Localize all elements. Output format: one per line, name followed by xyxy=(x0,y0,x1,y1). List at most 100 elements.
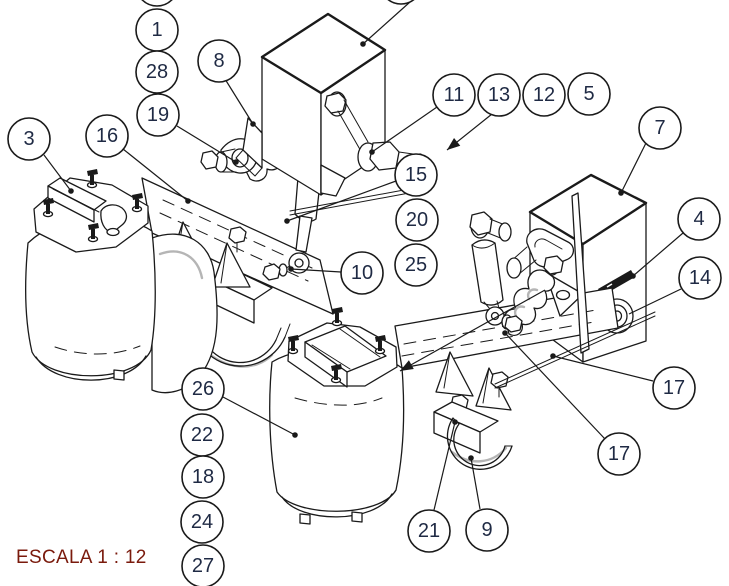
leader-line xyxy=(433,421,456,511)
leader-line xyxy=(552,355,654,382)
leader-line xyxy=(362,1,411,45)
balloon-circle xyxy=(597,432,641,476)
leader-dot xyxy=(468,455,474,461)
leader-dot xyxy=(502,330,508,336)
leader-dot xyxy=(369,149,375,155)
balloon-number: 26 xyxy=(192,378,214,400)
leader-line xyxy=(632,232,684,277)
callout-balloon-16: 16 xyxy=(85,114,129,158)
leader-line xyxy=(224,78,254,125)
leader-line xyxy=(470,457,481,510)
balloon-number: 16 xyxy=(96,125,118,147)
balloon-number: 14 xyxy=(689,267,711,289)
right-shock-absorber xyxy=(471,239,523,333)
leader-line xyxy=(620,142,647,194)
leader-dot xyxy=(618,190,624,196)
leader-line xyxy=(43,154,72,192)
leader-dot xyxy=(630,273,636,279)
balloon-circle xyxy=(677,197,721,241)
height-control-rod-right xyxy=(494,311,656,389)
balloon-circle xyxy=(407,509,451,553)
balloon-circle xyxy=(180,500,224,544)
balloon-circle xyxy=(638,106,682,150)
leader-lines xyxy=(43,1,684,511)
callout-balloon-14: 14 xyxy=(678,256,722,300)
balloon-number: 18 xyxy=(192,466,214,488)
leader-dot xyxy=(250,121,256,127)
left-air-spring xyxy=(25,169,218,394)
callout-balloon-3: 3 xyxy=(7,117,51,161)
balloon-number: 27 xyxy=(192,555,214,577)
balloon-number: 28 xyxy=(146,61,168,83)
leader-dot xyxy=(292,432,298,438)
leader-line xyxy=(504,332,606,440)
height-control-rod-left xyxy=(289,186,421,216)
balloon-circle xyxy=(432,73,476,117)
air-spring-mount-bolts xyxy=(42,169,143,243)
callout-balloon-24: 24 xyxy=(180,500,224,544)
balloon-number: 25 xyxy=(405,254,427,276)
balloon-circle xyxy=(477,73,521,117)
balloon-circle xyxy=(181,544,225,586)
balloon-number: 12 xyxy=(533,84,555,106)
air-spring-mount-bolts xyxy=(287,307,386,384)
leader-dot xyxy=(233,159,239,165)
leader-line xyxy=(122,148,189,202)
callout-balloon-18: 18 xyxy=(181,455,225,499)
callout-balloon-28: 28 xyxy=(135,50,179,94)
balloon-circle xyxy=(181,367,225,411)
balloon-circle xyxy=(197,39,241,83)
balloon-number: 13 xyxy=(488,84,510,106)
balloon-circle xyxy=(7,117,51,161)
balloon-circle xyxy=(567,72,611,116)
balloon-number: 20 xyxy=(406,209,428,231)
balloon-circle xyxy=(522,73,566,117)
balloon-number: 15 xyxy=(405,164,427,186)
leader-line xyxy=(222,396,296,436)
leader-line xyxy=(286,180,397,222)
balloon-circle xyxy=(395,198,439,242)
leader-arrowhead xyxy=(400,360,414,371)
leader-dot xyxy=(288,266,294,272)
callout-balloon-25: 25 xyxy=(394,243,438,287)
balloon-circle xyxy=(652,366,696,410)
scale-label: ESCALA 1 : 12 xyxy=(16,547,147,568)
leader-dot xyxy=(284,218,290,224)
balloon-number: 17 xyxy=(608,443,630,465)
balloon-number: 4 xyxy=(693,208,704,230)
balloon-circle xyxy=(136,93,180,137)
leader-line xyxy=(290,268,342,273)
hanger-front-strut xyxy=(571,192,590,354)
balloon-number: 8 xyxy=(213,50,224,72)
balloon-circle xyxy=(465,508,509,552)
callout-balloon-11: 11 xyxy=(432,73,476,117)
leader-dot xyxy=(185,198,191,204)
callout-balloon-27: 27 xyxy=(181,544,225,586)
callout-balloon-17: 17 xyxy=(597,432,641,476)
balloon-number: 24 xyxy=(191,511,213,533)
callout-balloon-19: 19 xyxy=(136,93,180,137)
balloon-number: 1 xyxy=(151,19,162,41)
balloon-number: 5 xyxy=(583,83,594,105)
leader-line xyxy=(371,106,438,153)
callout-balloon-26: 26 xyxy=(181,367,225,411)
balloon-number: 11 xyxy=(444,84,465,106)
leader-arrowhead xyxy=(447,137,461,150)
balloon-circle xyxy=(678,256,722,300)
callout-balloon-21: 21 xyxy=(407,509,451,553)
leader-dot xyxy=(360,41,366,47)
balloon-number: 22 xyxy=(191,424,213,446)
center-air-spring xyxy=(269,307,405,525)
balloon-circle xyxy=(387,0,415,5)
callout-balloon-22: 22 xyxy=(180,413,224,457)
balloon-number: 3 xyxy=(23,128,34,150)
balloon-number: 7 xyxy=(654,117,665,139)
balloon-circle xyxy=(394,243,438,287)
callout-balloon-15: 15 xyxy=(394,153,438,197)
callout-balloon-1: 1 xyxy=(135,8,179,52)
balloon-circle xyxy=(340,251,384,295)
balloon-number: 10 xyxy=(351,262,373,284)
callout-balloon-20: 20 xyxy=(395,198,439,242)
